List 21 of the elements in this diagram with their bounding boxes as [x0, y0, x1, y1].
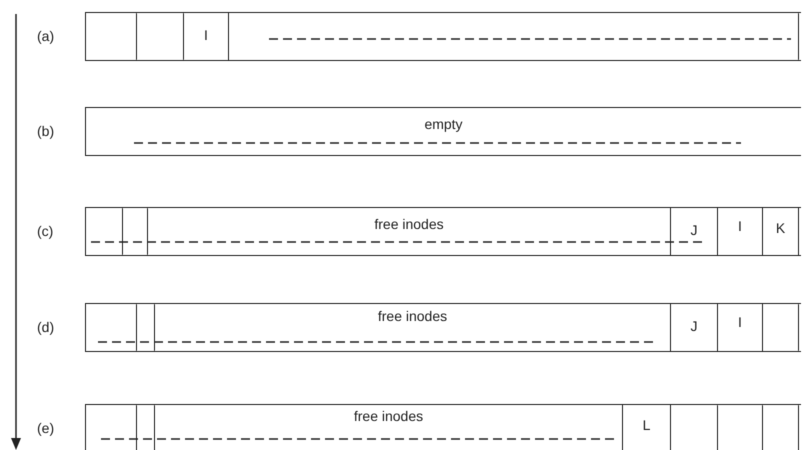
cell-text: free inodes [373, 216, 445, 232]
cell-text: empty [423, 116, 464, 132]
memory-bar [85, 12, 801, 61]
memory-bar [85, 303, 801, 352]
cell-text: K [774, 220, 786, 236]
memory-bar [85, 107, 801, 156]
row-label: (d) [37, 319, 54, 335]
cell-text: J [690, 318, 698, 334]
row-label: (c) [37, 223, 54, 239]
row-label: (e) [37, 420, 54, 436]
memory-bar [85, 207, 801, 256]
row-label: (b) [37, 123, 54, 139]
row-label: (a) [37, 28, 54, 44]
cell-text: free inodes [352, 408, 424, 424]
cell-text: free inodes [376, 308, 448, 324]
cell-text: I [737, 218, 743, 234]
cell-text: I [203, 27, 209, 43]
cell-text: L [642, 417, 652, 433]
cell-text: J [690, 222, 698, 238]
memory-bar [85, 404, 801, 450]
cell-text: I [737, 314, 743, 330]
